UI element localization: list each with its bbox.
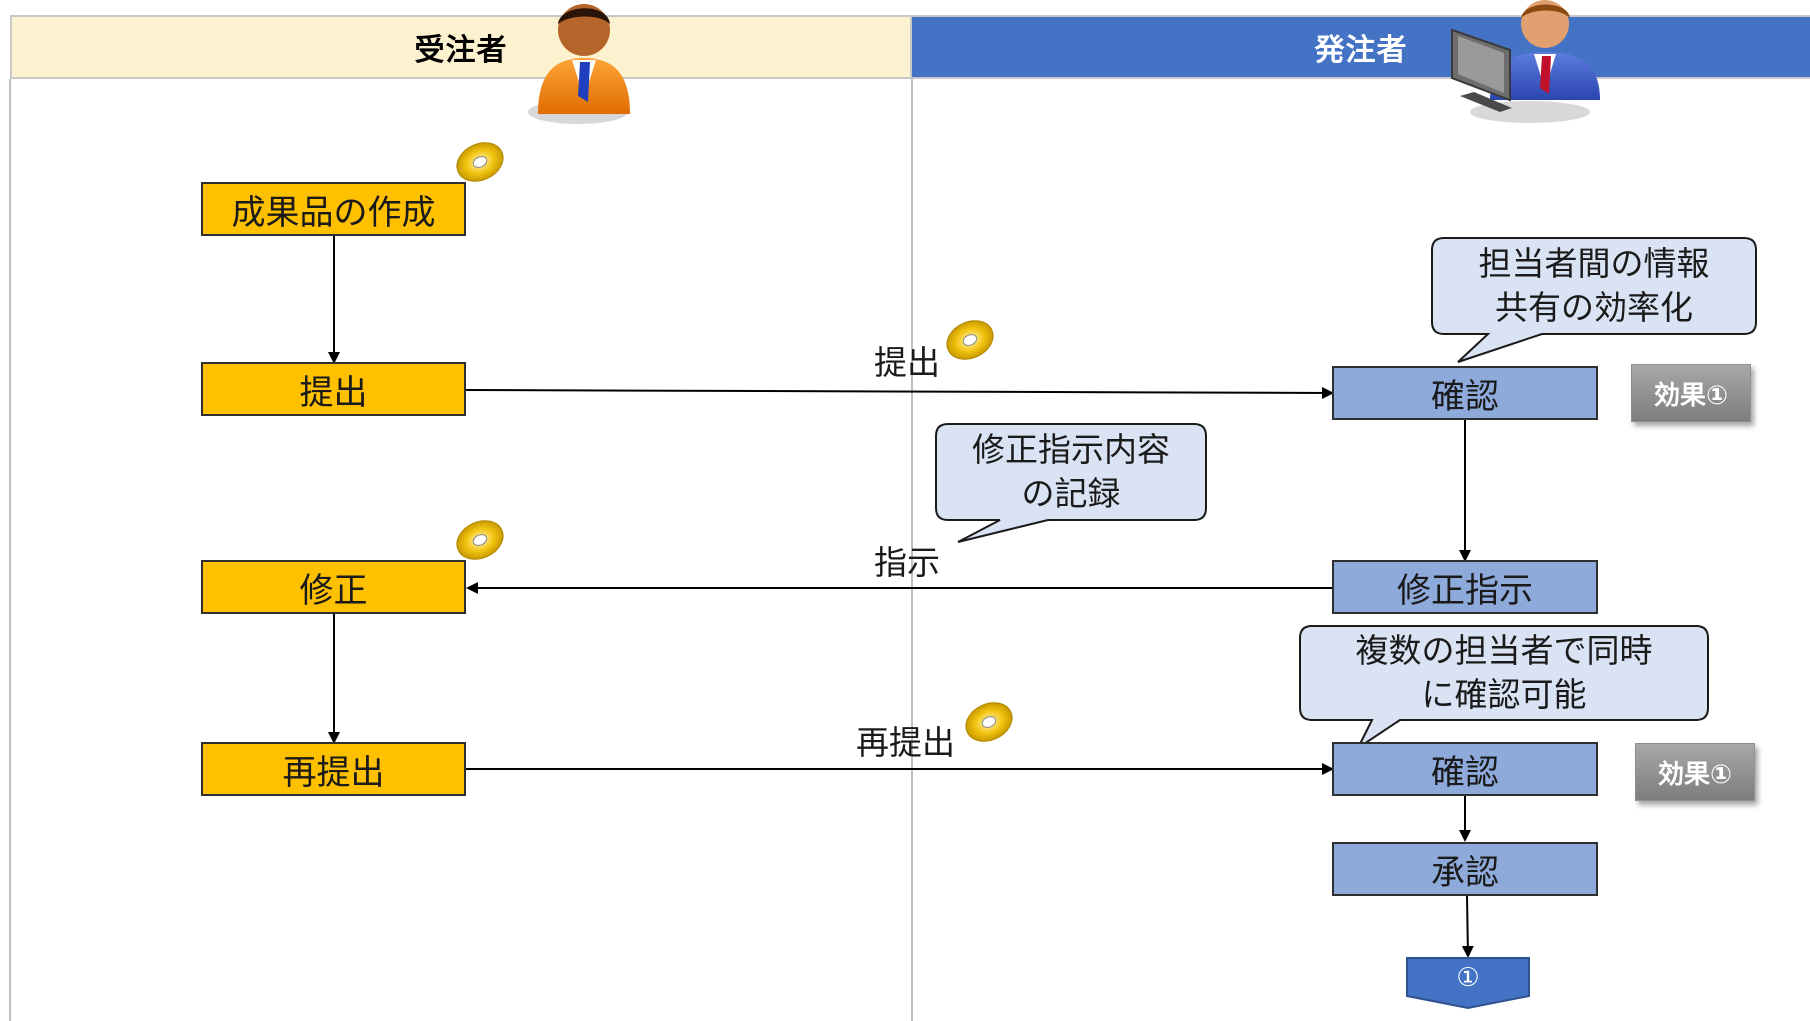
disc-icon — [456, 520, 504, 560]
node-confirm-2: 確認 — [1332, 742, 1598, 796]
node-resubmit: 再提出 — [201, 742, 466, 796]
offpage-connector-label: ① — [1456, 963, 1480, 993]
node-approve: 承認 — [1332, 842, 1598, 896]
callout-record-text: 修正指示内容 の記録 — [972, 430, 1170, 513]
node-fix-instruction: 修正指示 — [1332, 560, 1598, 614]
node-confirm-1: 確認 — [1332, 366, 1598, 420]
lane-header-client: 発注者 — [912, 15, 1810, 79]
disc-icon — [456, 142, 504, 182]
lane-header-contractor: 受注者 — [10, 15, 912, 79]
lane-divider — [911, 79, 913, 1021]
callout-multi-text: 複数の担当者で同時 に確認可能 — [1355, 631, 1653, 714]
edge-label-resubmit: 再提出 — [856, 723, 955, 762]
edge-label-instruct: 指示 — [874, 543, 940, 582]
callout-record-shape — [935, 423, 1207, 543]
node-fix: 修正 — [201, 560, 466, 614]
callout-share-text: 担当者間の情報 共有の効率化 — [1478, 244, 1710, 327]
lane-title-contractor: 受注者 — [414, 33, 508, 68]
effect-badge: 効果① — [1635, 743, 1755, 801]
node-create-deliverable: 成果品の作成 — [201, 182, 466, 236]
offpage-connector-shape — [1406, 957, 1530, 1010]
arrow-approve-to-connector — [1461, 895, 1474, 958]
lane-border-left — [9, 79, 11, 1021]
effect-badge: 効果① — [1631, 364, 1751, 422]
disc-icon — [946, 320, 994, 360]
client-computer-user-icon — [1451, 0, 1600, 123]
lane-title-client: 発注者 — [1314, 33, 1408, 68]
edge-label-submit: 提出 — [874, 343, 940, 382]
contractor-person-icon — [528, 4, 630, 124]
callout-share-shape — [1431, 237, 1757, 363]
node-submit: 提出 — [201, 362, 466, 416]
arrow-submit — [465, 386, 1334, 399]
callout-multi-shape — [1299, 625, 1709, 751]
disc-icon — [965, 702, 1013, 742]
